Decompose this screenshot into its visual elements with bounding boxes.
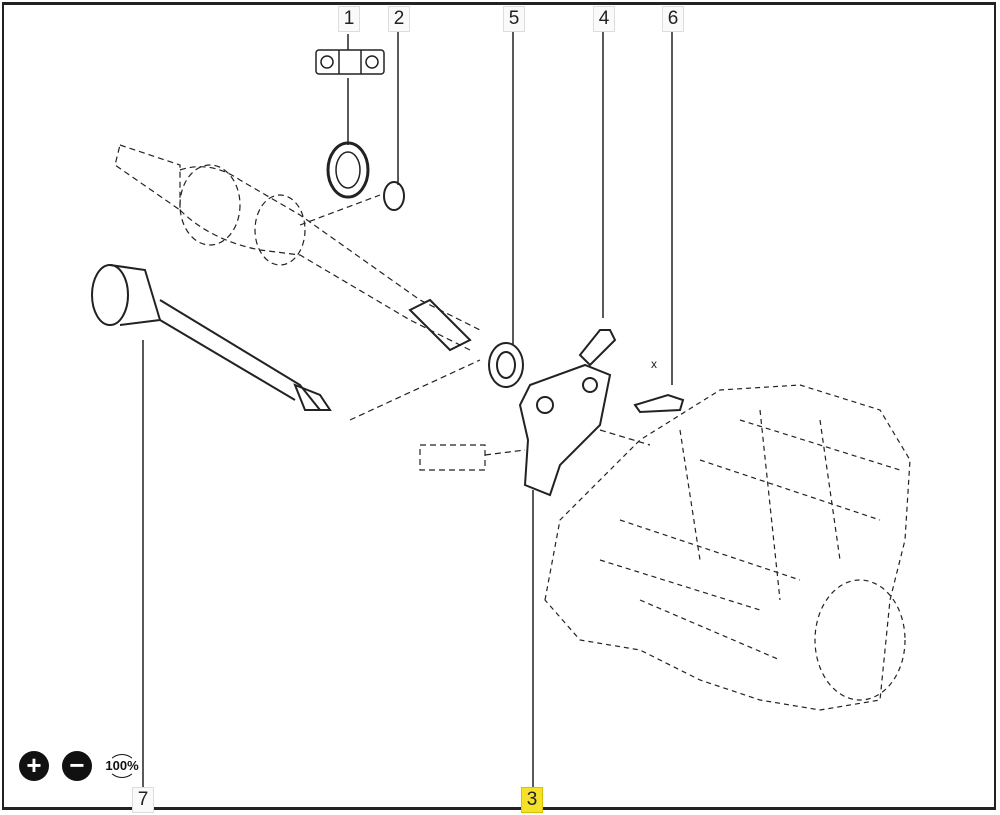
zoom-out-button[interactable]: − — [62, 751, 92, 781]
reset-zoom-button[interactable]: 100% — [103, 752, 141, 780]
reset-zoom-label: 100% — [105, 758, 139, 773]
bearing — [326, 141, 370, 199]
seal-ring — [488, 342, 524, 388]
bolt-4 — [578, 329, 617, 367]
bolt-6 — [633, 393, 685, 414]
circlip — [383, 181, 405, 211]
part-1-symbol — [315, 49, 385, 75]
bearing-bracket — [518, 363, 612, 497]
inner-joint-shaft — [91, 264, 332, 411]
callout-3[interactable]: 3 — [521, 787, 543, 813]
axis-x-mark: x — [651, 357, 657, 371]
leader-lines — [142, 32, 673, 790]
callout-5[interactable]: 5 — [503, 6, 525, 32]
callout-4[interactable]: 4 — [593, 6, 615, 32]
callout-2[interactable]: 2 — [388, 6, 410, 32]
dashed-driveshaft — [114, 144, 651, 471]
zoom-in-button[interactable]: + — [19, 751, 49, 781]
gearbox-outline — [544, 384, 911, 711]
stub-shaft — [408, 298, 472, 352]
callout-7[interactable]: 7 — [132, 787, 154, 813]
callout-6[interactable]: 6 — [662, 6, 684, 32]
callout-1[interactable]: 1 — [338, 6, 360, 32]
